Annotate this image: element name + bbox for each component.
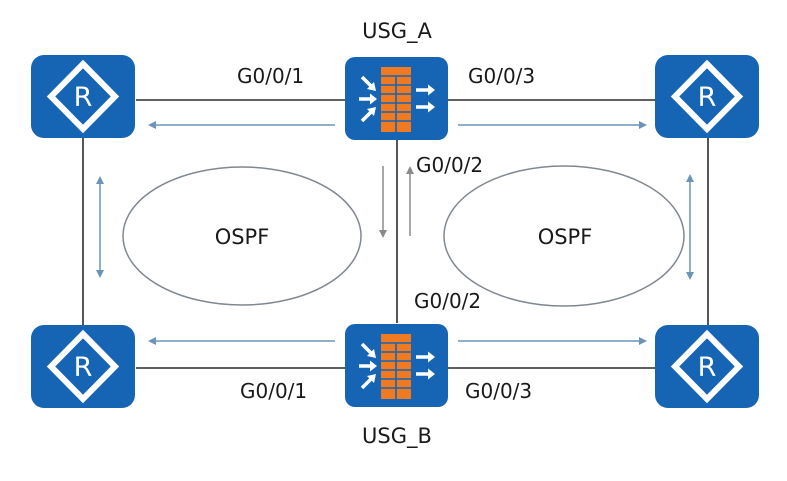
router-top-left[interactable] [31,55,135,138]
firewall-usg-a[interactable] [343,55,450,142]
router-bottom-left[interactable] [31,325,135,408]
router-icon [655,325,759,408]
ospf-area-left [122,166,362,306]
firewall-usg-b[interactable] [343,322,450,409]
router-top-right[interactable] [655,55,759,138]
usg-b-label: USG_B [362,424,432,449]
router-bottom-right[interactable] [655,325,759,408]
firewall-icon [343,55,450,142]
interface-label-usgb-g001: G0/0/1 [240,379,307,403]
ospf-area-right [443,165,685,307]
router-icon [31,325,135,408]
ospf-label-right: OSPF [538,225,593,249]
usg-a-label: USG_A [362,19,432,44]
router-icon [655,55,759,138]
interface-label-usga-g002: G0/0/2 [416,153,483,177]
interface-label-usgb-g002: G0/0/2 [414,289,481,313]
router-icon [31,55,135,138]
interface-label-usga-g003: G0/0/3 [468,64,535,88]
interface-label-usga-g001: G0/0/1 [237,64,304,88]
interface-label-usgb-g003: G0/0/3 [465,379,532,403]
firewall-icon [343,322,450,409]
ospf-label-left: OSPF [215,225,270,249]
